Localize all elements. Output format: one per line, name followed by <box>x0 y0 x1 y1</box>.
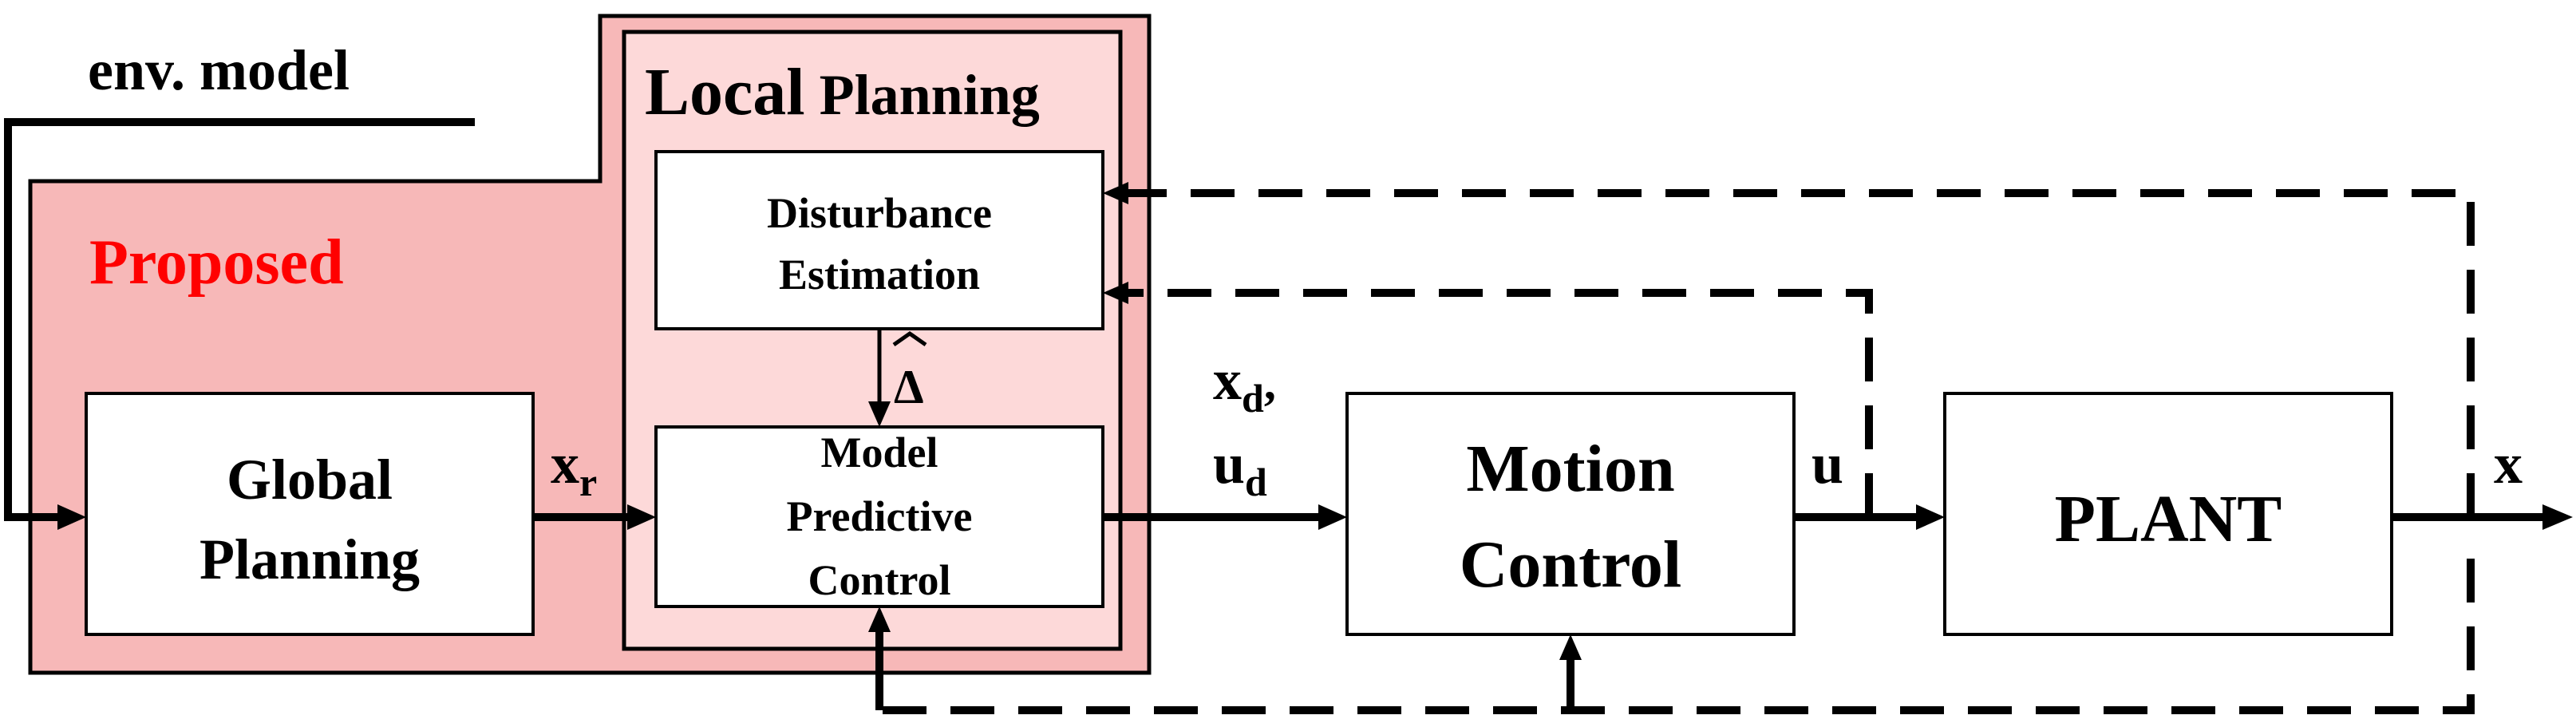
xr-label: xr <box>551 432 597 504</box>
ud-label-sub: d <box>1245 460 1267 504</box>
u-feedback-dashed <box>1125 289 1873 517</box>
xr-label-base: x <box>551 432 579 496</box>
local-planning-title-big: Local <box>645 55 805 129</box>
xr-label-sub: r <box>579 460 597 504</box>
mpc-label-3: Control <box>808 556 950 604</box>
delta-arrowhead <box>868 401 891 427</box>
motion-feedback-arrowhead <box>1559 634 1582 660</box>
xd-label-base: x <box>1213 348 1242 412</box>
xd-ud-arrowhead <box>1318 504 1347 530</box>
env-model-arrowhead <box>57 504 86 530</box>
bottom-feedback-dashed <box>879 559 2475 714</box>
xd-label: xd, <box>1213 348 1276 421</box>
plant-label: PLANT <box>2055 482 2282 556</box>
env-model-line <box>4 118 475 521</box>
mpc-label-2: Predictive <box>787 492 973 540</box>
u-label: u <box>1811 432 1843 496</box>
global-planning-label-1: Global <box>227 448 393 512</box>
x-output-arrowhead <box>2542 504 2573 530</box>
ud-label-base: u <box>1213 432 1245 496</box>
xd-label-sep: , <box>1264 357 1276 409</box>
ud-label: ud <box>1213 432 1267 504</box>
env-model-label: env. model <box>88 38 350 102</box>
mpc-label-1: Model <box>821 429 938 476</box>
proposed-label: Proposed <box>89 227 344 298</box>
delta-hat-accent <box>892 330 927 347</box>
delta-hat-label: Δ <box>894 361 924 413</box>
global-planning-label-2: Planning <box>200 527 420 591</box>
x-feedback-dashed <box>1125 189 2475 517</box>
motion-control-box <box>1345 392 1796 636</box>
global-planning-box <box>85 392 535 636</box>
plant-box <box>1943 392 2393 636</box>
x-label: x <box>2494 432 2523 496</box>
motion-control-label-2: Control <box>1460 527 1681 602</box>
motion-control-label-1: Motion <box>1466 432 1674 506</box>
disturbance-label-2: Estimation <box>779 251 980 298</box>
local-planning-title: Local Planning <box>645 55 1040 129</box>
xr-arrowhead <box>627 504 656 530</box>
local-planning-title-small: Planning <box>820 63 1040 127</box>
x-feedback-arrowhead <box>1103 182 1128 204</box>
xd-label-sub: d <box>1242 376 1264 421</box>
disturbance-label-1: Disturbance <box>767 189 992 237</box>
mpc-feedback-arrowhead <box>868 606 891 632</box>
u-arrowhead <box>1916 504 1945 530</box>
disturbance-estimation-box <box>654 150 1104 330</box>
u-feedback-arrowhead <box>1103 282 1128 304</box>
